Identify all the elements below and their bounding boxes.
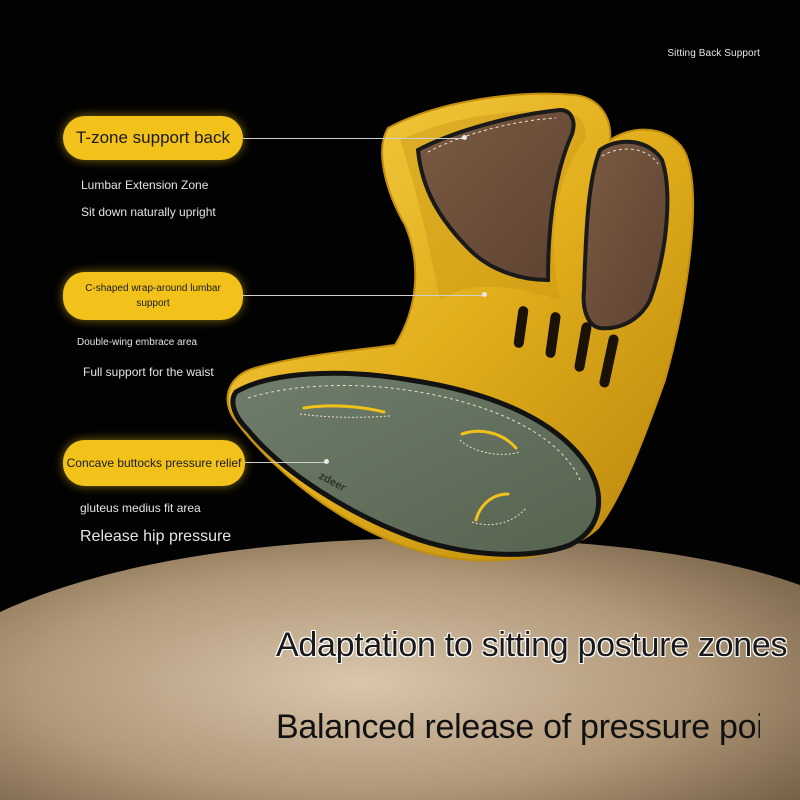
callout-detail-gluteus: gluteus medius fit area: [80, 501, 201, 515]
callout-pill-t-zone: T-zone support back: [63, 116, 243, 160]
callout-detail-lumbar-extension: Lumbar Extension Zone: [81, 178, 209, 192]
right-back-pad: [581, 139, 670, 331]
callout-detail-sit-upright: Sit down naturally upright: [81, 205, 216, 219]
corner-caption: Sitting Back Support: [667, 48, 760, 59]
callout-pill-c-shaped: C-shaped wrap-around lumbar support: [63, 272, 243, 320]
callout-pill-concave: Concave buttocks pressure relief: [63, 440, 245, 486]
headline-adaptation: Adaptation to sitting posture zones: [276, 626, 788, 664]
pressure-relief-marks: [302, 404, 518, 522]
seat-pad: [230, 370, 602, 557]
callout-detail-double-wing: Double-wing embrace area: [77, 337, 198, 348]
callout-pill-c-shaped-label: C-shaped wrap-around lumbar support: [85, 283, 221, 309]
callout-dot-concave: [324, 459, 329, 464]
left-back-pad: [415, 107, 576, 283]
callout-detail-release-hip: Release hip pressure: [80, 528, 232, 545]
headline-balanced-release: Balanced release of pressure point: [276, 708, 760, 746]
callout-line-c-shaped: [243, 295, 485, 296]
callout-detail-full-support: Full support for the waist: [83, 365, 214, 379]
callout-line-concave: [245, 462, 327, 463]
callout-dot-c-shaped: [482, 292, 487, 297]
ventilation-slots: [513, 306, 619, 388]
callout-dot-t-zone: [462, 135, 467, 140]
callout-line-t-zone: [243, 138, 465, 139]
